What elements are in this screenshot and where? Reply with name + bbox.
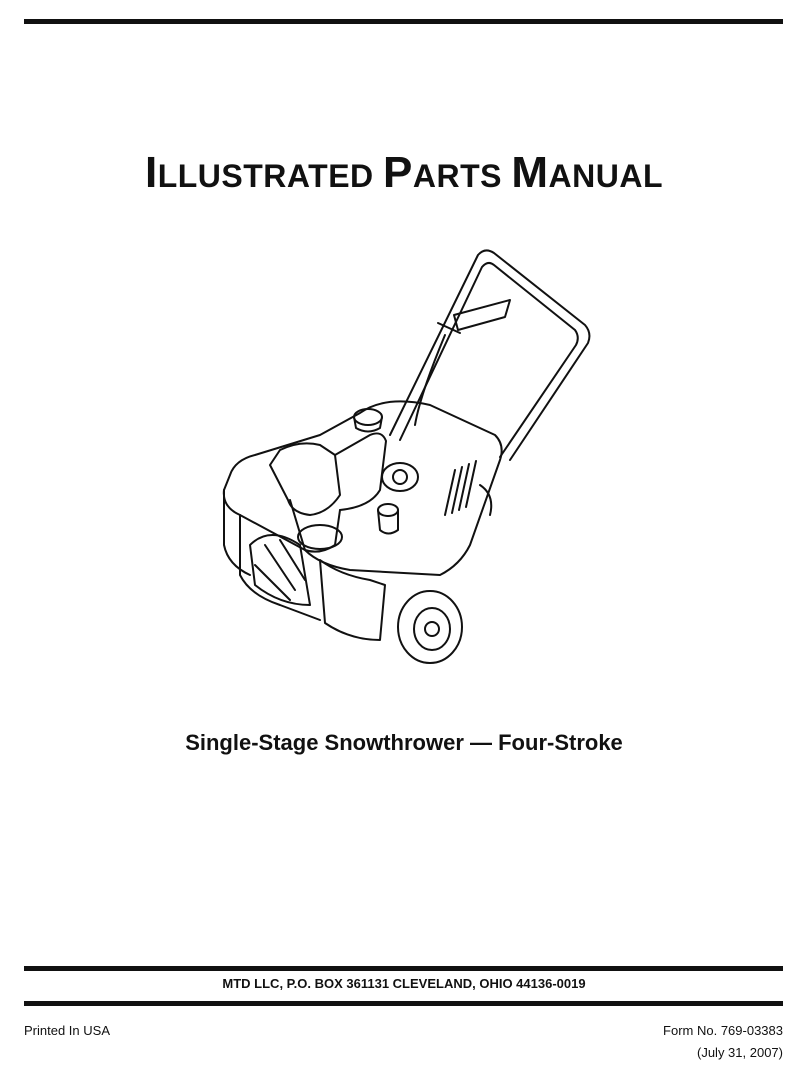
title-word3-rest: ANUAL [548, 158, 664, 194]
form-number: Form No. 769-03383 [663, 1023, 783, 1038]
snowthrower-illustration [222, 249, 591, 664]
form-date: (July 31, 2007) [697, 1045, 783, 1060]
product-subtitle: Single-Stage Snowthrower — Four-Stroke [185, 730, 623, 755]
title-word1-rest: LLUSTRATED [157, 158, 374, 194]
manual-title: ILLUSTRATED PARTS MANUAL [0, 148, 808, 198]
title-word1-initial: I [144, 148, 158, 197]
top-divider [24, 19, 783, 24]
footer-divider-bottom [24, 1001, 783, 1006]
title-word2-rest: ARTS [412, 158, 502, 194]
printed-in-label: Printed In USA [24, 1023, 110, 1038]
company-address: MTD LLC, P.O. BOX 361131 CLEVELAND, OHIO… [222, 976, 586, 991]
title-word2-initial: P [383, 148, 413, 197]
title-word3-initial: M [511, 148, 549, 197]
footer-divider-top [24, 966, 783, 971]
